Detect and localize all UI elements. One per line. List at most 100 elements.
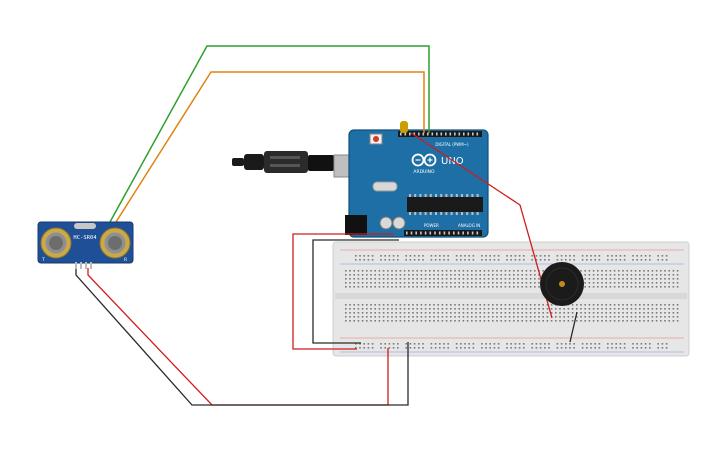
header-pin bbox=[420, 231, 422, 235]
breadboard-hole bbox=[506, 347, 508, 349]
breadboard-hole bbox=[349, 320, 351, 322]
breadboard-hole bbox=[594, 255, 596, 257]
breadboard-hole bbox=[370, 320, 372, 322]
breadboard-hole bbox=[403, 270, 406, 272]
breadboard-hole bbox=[371, 343, 374, 345]
breadboard-hole bbox=[676, 316, 679, 318]
breadboard-hole bbox=[510, 347, 512, 349]
breadboard-hole bbox=[529, 270, 532, 272]
breadboard-hole bbox=[660, 308, 662, 310]
breadboard-hole bbox=[462, 308, 465, 310]
breadboard-hole bbox=[363, 255, 365, 257]
wire-orange-echo[interactable] bbox=[115, 71, 425, 223]
breadboard-hole bbox=[508, 320, 511, 322]
breadboard-hole bbox=[513, 320, 515, 322]
breadboard-center-channel bbox=[335, 293, 687, 299]
breadboard-hole bbox=[471, 316, 473, 318]
breadboard-hole bbox=[676, 278, 679, 280]
breadboard-hole bbox=[493, 255, 496, 257]
breadboard-hole bbox=[493, 347, 496, 349]
breadboard-hole bbox=[592, 274, 595, 276]
breadboard[interactable] bbox=[332, 241, 690, 357]
breadboard-hole bbox=[630, 316, 633, 318]
breadboard-hole bbox=[513, 282, 515, 284]
header-pin bbox=[427, 132, 429, 136]
breadboard-hole bbox=[639, 316, 641, 318]
breadboard-hole bbox=[643, 312, 645, 314]
breadboard-hole bbox=[479, 316, 481, 318]
header-pin bbox=[472, 132, 474, 136]
breadboard-hole bbox=[418, 347, 420, 349]
ultrasonic-sensor[interactable]: HC-SR04 T R bbox=[37, 221, 134, 269]
breadboard-hole bbox=[592, 270, 595, 272]
breadboard-hole bbox=[559, 320, 561, 322]
breadboard-hole bbox=[475, 270, 477, 272]
breadboard-hole bbox=[382, 308, 385, 310]
breadboard-hole bbox=[517, 304, 519, 306]
piezo-buzzer[interactable] bbox=[540, 262, 584, 306]
breadboard-hole bbox=[458, 274, 460, 276]
breadboard-hole bbox=[387, 270, 389, 272]
breadboard-hole bbox=[497, 255, 500, 257]
breadboard-hole bbox=[420, 316, 423, 318]
breadboard-hole bbox=[567, 320, 570, 322]
breadboard-hole bbox=[508, 270, 511, 272]
arduino-uno-board[interactable]: DIGITAL (PWM~) UNO ARDUINO POWER ANALOG … bbox=[232, 121, 489, 238]
breadboard-hole bbox=[462, 320, 465, 322]
breadboard-hole bbox=[430, 343, 433, 345]
breadboard-hole bbox=[531, 343, 533, 345]
breadboard-hole bbox=[542, 304, 544, 306]
wire-red-5v-to-rail[interactable] bbox=[292, 233, 394, 350]
wire-black-sensor-gnd[interactable] bbox=[75, 268, 409, 406]
wire-green-trig[interactable] bbox=[109, 45, 430, 223]
breadboard-hole bbox=[466, 286, 469, 288]
breadboard-hole bbox=[560, 347, 563, 349]
breadboard-hole bbox=[392, 347, 395, 349]
breadboard-hole bbox=[613, 308, 616, 310]
header-pin bbox=[410, 231, 413, 235]
breadboard-hole bbox=[399, 312, 402, 314]
digital-header-label: DIGITAL (PWM~) bbox=[435, 142, 469, 147]
breadboard-hole bbox=[534, 320, 536, 322]
breadboard-hole bbox=[623, 259, 626, 261]
reset-button-cap bbox=[373, 136, 379, 142]
breadboard-hole bbox=[598, 259, 601, 261]
breadboard-hole bbox=[471, 320, 473, 322]
breadboard-hole bbox=[514, 343, 517, 345]
header-pin bbox=[431, 132, 434, 136]
breadboard-hole bbox=[613, 304, 616, 306]
breadboard-hole bbox=[374, 304, 376, 306]
breadboard-hole bbox=[590, 343, 592, 345]
wire-black-gnd-to-rail[interactable] bbox=[312, 239, 399, 344]
breadboard-hole bbox=[569, 255, 571, 257]
breadboard-hole bbox=[567, 316, 570, 318]
wire-black-buzzer-ground[interactable] bbox=[569, 311, 578, 343]
breadboard-hole bbox=[592, 286, 595, 288]
breadboard-hole bbox=[632, 259, 634, 261]
breadboard-hole bbox=[504, 308, 507, 310]
breadboard-hole bbox=[441, 312, 444, 314]
breadboard-hole bbox=[660, 286, 662, 288]
breadboard-hole bbox=[472, 259, 475, 261]
breadboard-hole bbox=[413, 259, 416, 261]
breadboard-hole bbox=[619, 259, 622, 261]
breadboard-hole bbox=[651, 304, 654, 306]
breadboard-hole bbox=[664, 320, 666, 322]
chip-leg bbox=[450, 194, 453, 197]
breadboard-hole bbox=[437, 316, 439, 318]
breadboard-hole bbox=[412, 308, 414, 310]
breadboard-hole bbox=[661, 259, 664, 261]
breadboard-hole bbox=[584, 304, 586, 306]
breadboard-hole bbox=[576, 316, 578, 318]
breadboard-hole bbox=[422, 255, 424, 257]
breadboard-hole bbox=[357, 312, 360, 314]
breadboard-hole bbox=[521, 320, 523, 322]
breadboard-hole bbox=[539, 343, 542, 345]
breadboard-hole bbox=[378, 270, 381, 272]
breadboard-hole bbox=[392, 255, 395, 257]
breadboard-hole bbox=[563, 312, 565, 314]
breadboard-hole bbox=[531, 347, 533, 349]
header-pin bbox=[440, 132, 443, 136]
breadboard-hole bbox=[598, 347, 601, 349]
breadboard-hole bbox=[447, 343, 449, 345]
